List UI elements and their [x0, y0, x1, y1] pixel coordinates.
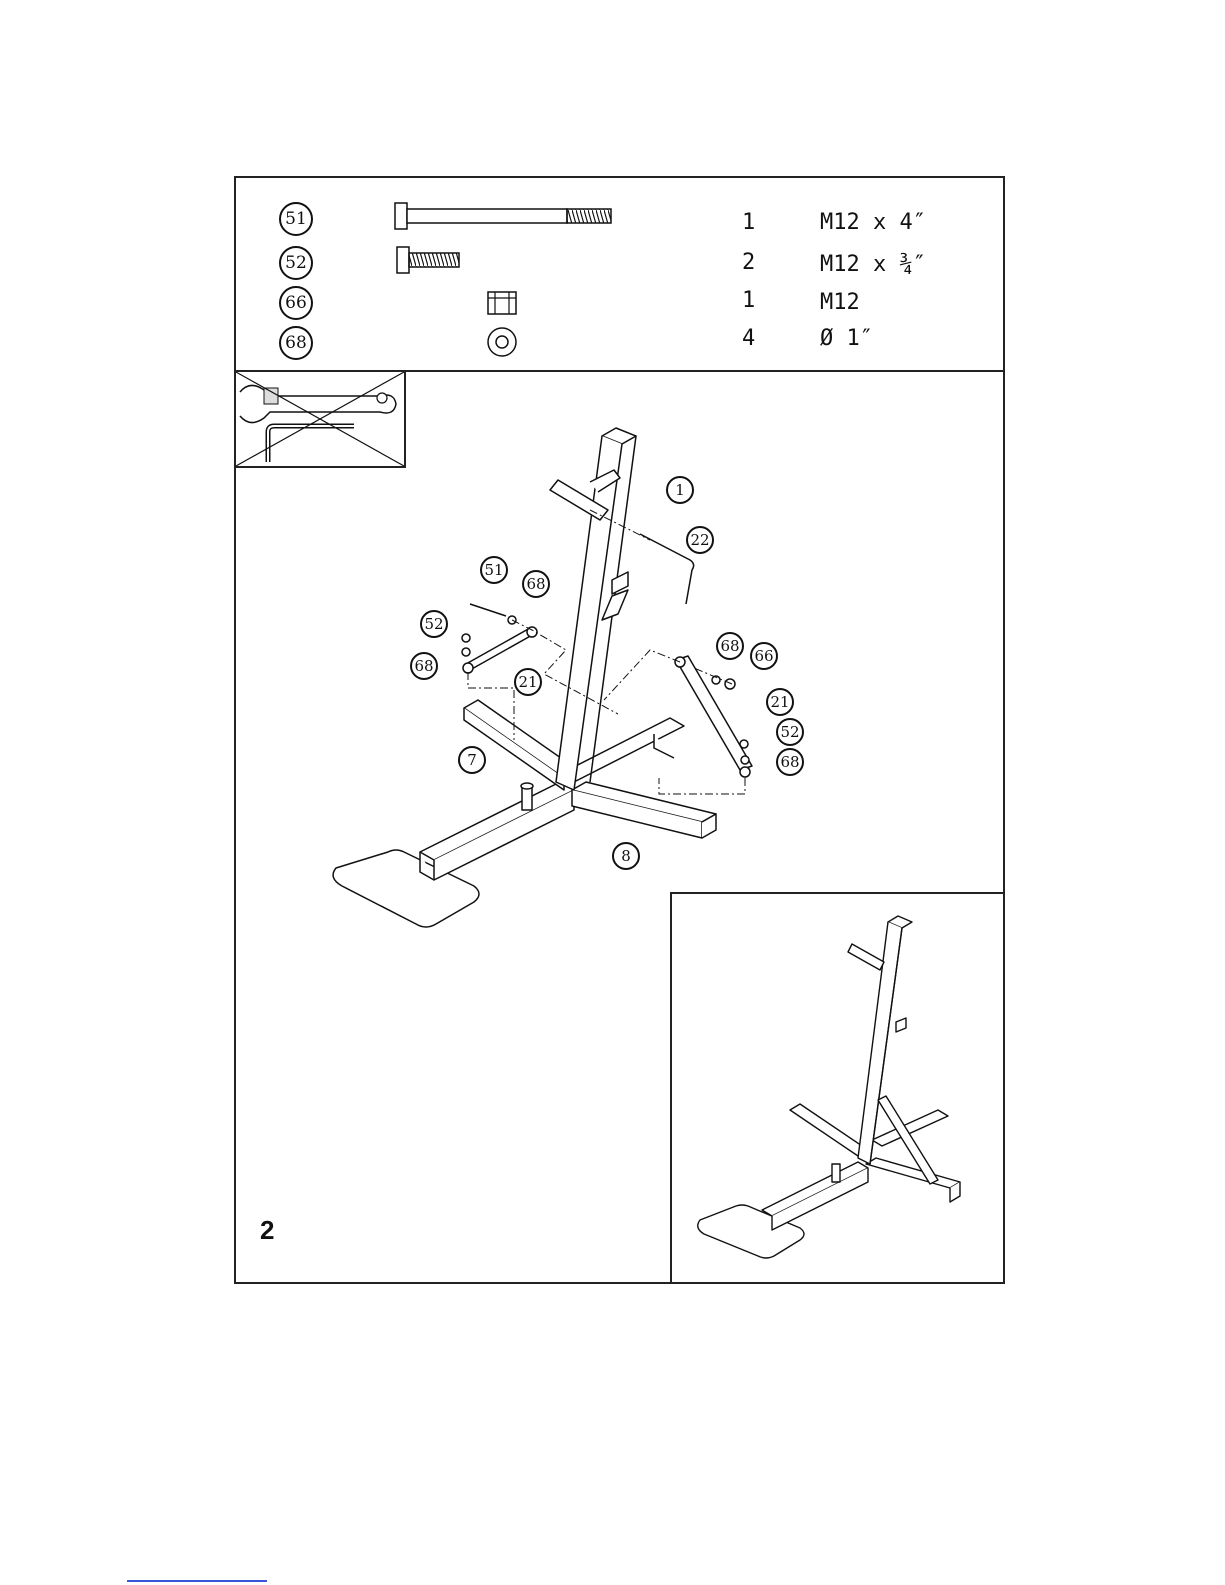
callout-51: 51: [480, 556, 508, 584]
callout-8: 8: [612, 842, 640, 870]
assembled-drawing: [698, 916, 960, 1258]
callout-22: 22: [686, 526, 714, 554]
short-bolt-icon: [397, 247, 459, 273]
step-number: 2: [260, 1215, 274, 1246]
callout-68-d: 68: [776, 748, 804, 776]
callout-68-b: 68: [410, 652, 438, 680]
callout-52-a: 52: [420, 610, 448, 638]
callout-68-c: 68: [716, 632, 744, 660]
nut-icon: [488, 292, 516, 314]
washer-icon: [488, 328, 516, 356]
callout-52-b: 52: [776, 718, 804, 746]
callout-68-a: 68: [522, 570, 550, 598]
main-frame-drawing: [333, 428, 752, 927]
callout-1: 1: [666, 476, 694, 504]
long-bolt-icon: [395, 203, 611, 229]
callout-66: 66: [750, 642, 778, 670]
callout-21-b: 21: [766, 688, 794, 716]
wrench-icon: [240, 385, 396, 422]
callout-21-a: 21: [514, 668, 542, 696]
callout-7: 7: [458, 746, 486, 774]
